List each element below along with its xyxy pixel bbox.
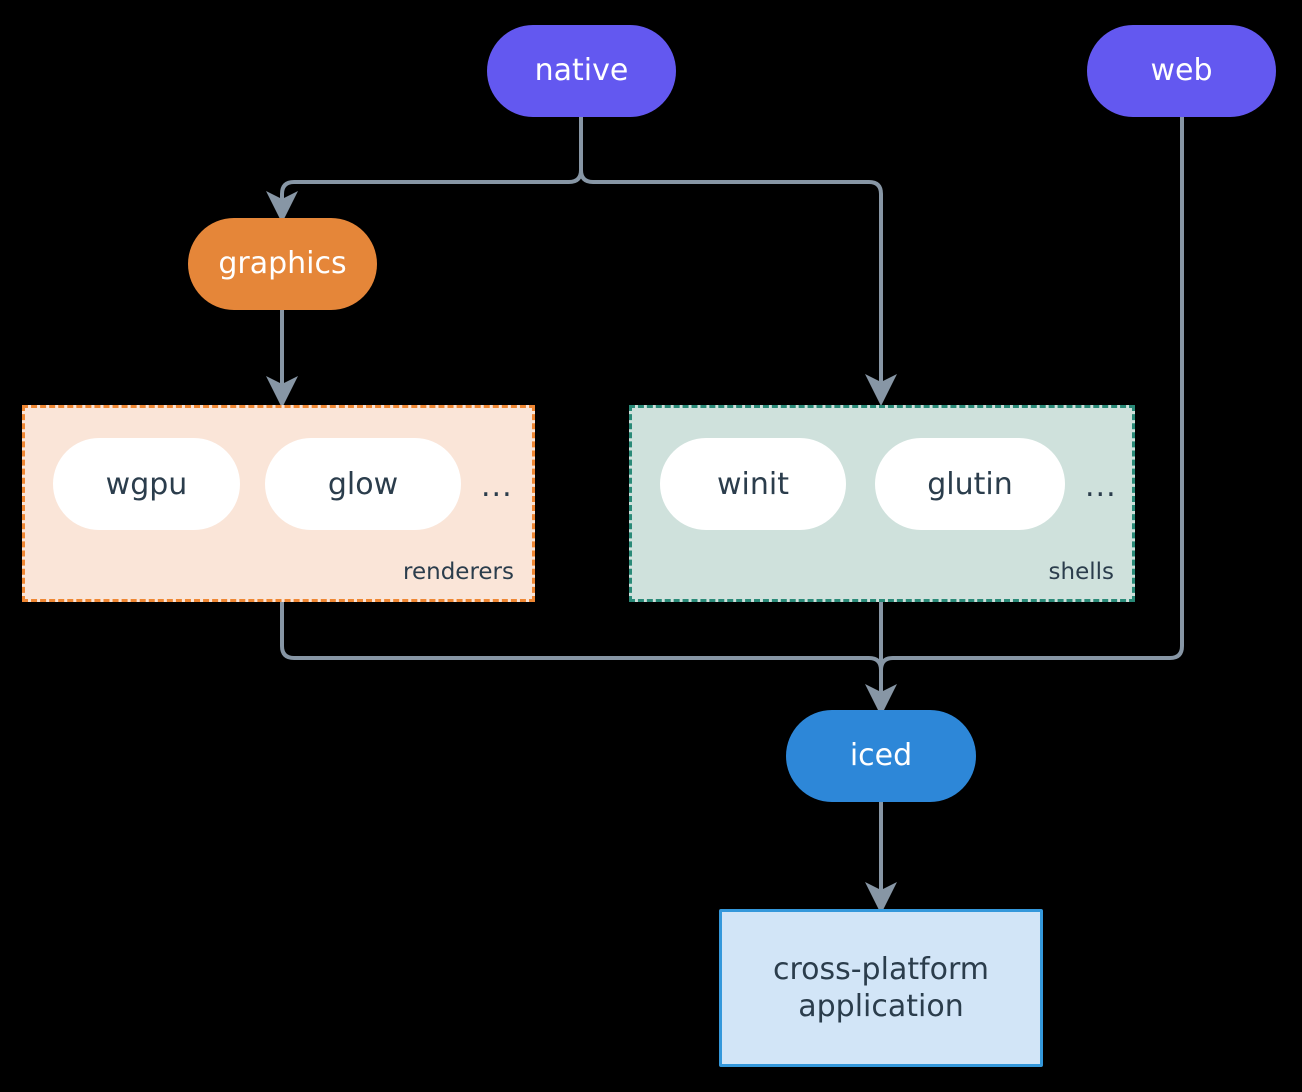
node-application[interactable]: cross-platform application bbox=[719, 909, 1043, 1067]
node-web-label: web bbox=[1150, 53, 1213, 89]
group-shells-label: shells bbox=[1048, 559, 1114, 585]
edge-web-to-iced bbox=[879, 116, 1184, 700]
node-native[interactable]: native bbox=[487, 25, 676, 117]
node-application-label-line1: cross-platform bbox=[772, 951, 990, 987]
leaf-pill-glow[interactable]: glow bbox=[265, 438, 461, 530]
edge-renderers-to-iced bbox=[280, 602, 897, 716]
node-native-label: native bbox=[534, 53, 629, 89]
leaf-pill-glow-label: glow bbox=[327, 466, 399, 502]
leaf-pill-wgpu-label: wgpu bbox=[105, 466, 188, 502]
group-renderers-label: renderers bbox=[403, 559, 514, 585]
node-web[interactable]: web bbox=[1087, 25, 1276, 117]
leaf-pill-glutin-label: glutin bbox=[927, 466, 1013, 502]
leaf-pill-wgpu[interactable]: wgpu bbox=[53, 438, 240, 530]
node-graphics-label: graphics bbox=[218, 246, 347, 282]
edge-native-trunk bbox=[266, 116, 583, 223]
leaf-pill-glutin[interactable]: glutin bbox=[875, 438, 1065, 530]
edge-native-to-shells bbox=[579, 169, 897, 406]
leaf-pill-winit-label: winit bbox=[717, 466, 789, 502]
group-shells: winit glutin ... shells bbox=[629, 405, 1135, 602]
leaf-pill-winit[interactable]: winit bbox=[660, 438, 846, 530]
node-iced-label: iced bbox=[849, 738, 913, 774]
group-renderers: wgpu glow ... renderers bbox=[22, 405, 535, 602]
renderers-overflow-ellipsis: ... bbox=[481, 469, 513, 504]
node-graphics[interactable]: graphics bbox=[188, 218, 377, 310]
node-iced[interactable]: iced bbox=[786, 710, 976, 802]
shells-overflow-ellipsis: ... bbox=[1085, 469, 1117, 504]
node-application-label-line2: application bbox=[798, 989, 964, 1024]
